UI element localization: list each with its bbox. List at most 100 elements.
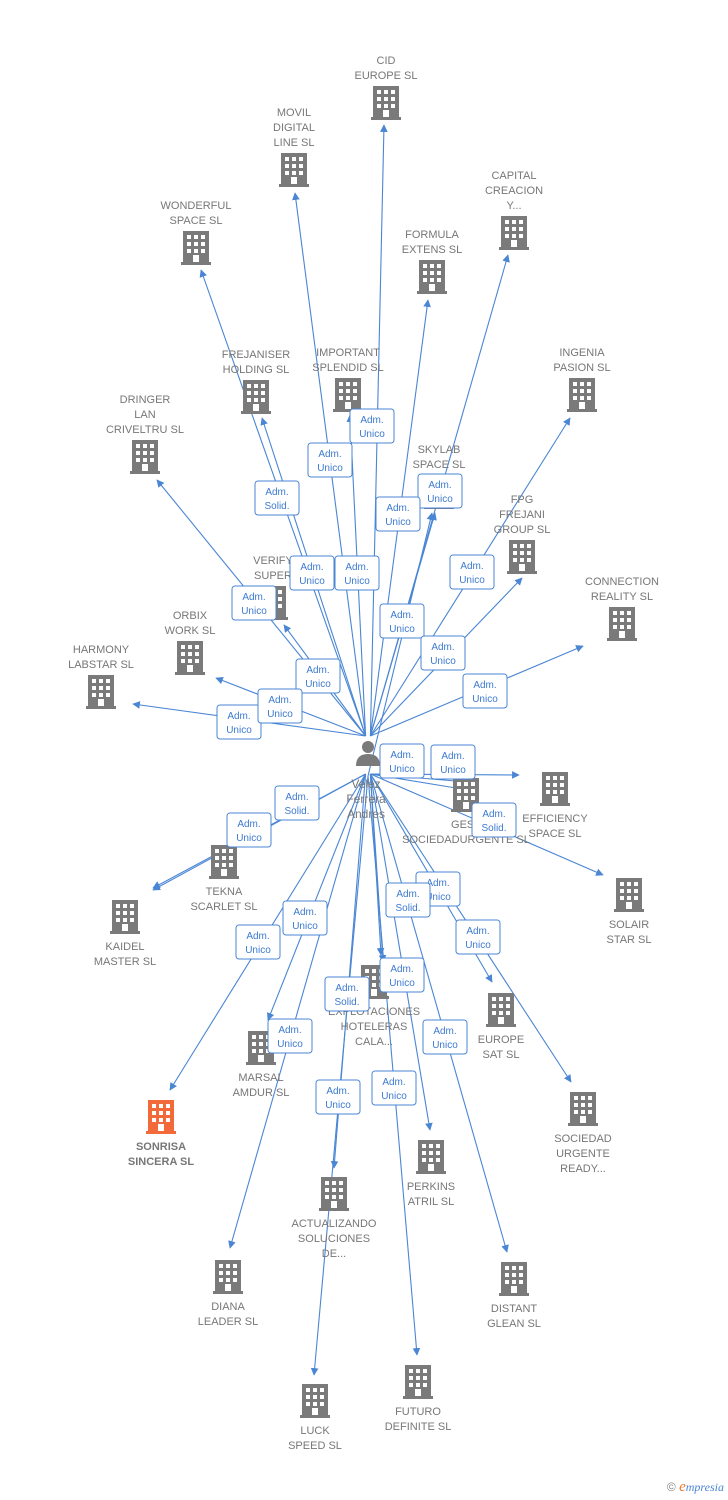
brand-logo-initial: e [679, 1479, 686, 1495]
role-badge-text: Unico [299, 576, 325, 587]
role-badge[interactable]: Adm.Unico [379, 957, 425, 993]
role-badge-text: Unico [305, 679, 331, 690]
building-icon [213, 1260, 243, 1294]
person-name: Ferrera [346, 792, 386, 806]
company-label: SOCIEDAD [554, 1133, 612, 1145]
company-node-capital[interactable]: CAPITALCREACIONY... [485, 170, 543, 250]
company-label: HOLDING SL [223, 364, 290, 376]
company-label: READY... [560, 1163, 606, 1175]
building-icon [499, 1262, 529, 1296]
role-badge[interactable]: Adm.Unico [379, 603, 425, 639]
company-node-actualizando[interactable]: ACTUALIZANDOSOLUCIONESDE... [292, 1177, 377, 1260]
role-badge[interactable]: Adm.Solid. [471, 802, 517, 838]
role-badge-text: Adm. [335, 983, 358, 994]
role-badge-box [471, 802, 517, 838]
building-icon [499, 216, 529, 250]
role-badge[interactable]: Adm.Unico [216, 704, 262, 740]
role-badge-box [315, 1079, 361, 1115]
role-badge-text: Adm. [382, 1077, 405, 1088]
role-badge[interactable]: Adm.Unico [375, 496, 421, 532]
building-icon [416, 1140, 446, 1174]
role-badge[interactable]: Adm.Unico [282, 900, 328, 936]
company-label: SAT SL [483, 1049, 520, 1061]
role-badge-text: Adm. [428, 480, 451, 491]
edge-distant [369, 773, 509, 1253]
role-badge-text: Adm. [396, 889, 419, 900]
role-badge[interactable]: Adm.Unico [455, 919, 501, 955]
company-node-sociedad[interactable]: SOCIEDADURGENTEREADY... [554, 1092, 612, 1175]
role-badge[interactable]: Adm.Unico [462, 673, 508, 709]
role-badge[interactable]: Adm.Unico [334, 555, 380, 591]
role-badge[interactable]: Adm.Unico [349, 408, 395, 444]
role-badge[interactable]: Adm.Unico [417, 473, 463, 509]
role-badge-text: Unico [465, 940, 491, 951]
building-icon [417, 260, 447, 294]
building-icon [181, 231, 211, 265]
role-badge[interactable]: Adm.Unico [226, 812, 272, 848]
role-badge[interactable]: Adm.Unico [315, 1079, 361, 1115]
company-label: WORK SL [165, 625, 216, 637]
role-badge[interactable]: Adm.Unico [295, 658, 341, 694]
role-badge-box [371, 1070, 417, 1106]
role-badge[interactable]: Adm.Solid. [274, 785, 320, 821]
role-badge[interactable]: Adm.Unico [289, 555, 335, 591]
role-badge-box [231, 585, 277, 621]
building-icon [146, 1100, 176, 1134]
building-icon [486, 993, 516, 1027]
building-icon [300, 1384, 330, 1418]
role-badge[interactable]: Adm.Solid. [254, 480, 300, 516]
role-badge[interactable]: Adm.Solid. [385, 882, 431, 918]
role-badge-text: Adm. [426, 878, 449, 889]
role-badge[interactable]: Adm.Solid. [324, 976, 370, 1012]
company-label: SPLENDID SL [312, 362, 384, 374]
building-icon [86, 675, 116, 709]
role-badge-text: Unico [226, 725, 252, 736]
role-badge[interactable]: Adm.Unico [231, 585, 277, 621]
role-badge[interactable]: Adm.Unico [430, 744, 476, 780]
role-badge[interactable]: Adm.Unico [371, 1070, 417, 1106]
company-label: PERKINS [407, 1181, 455, 1193]
role-badge[interactable]: Adm.Unico [379, 743, 425, 779]
company-label: CONNECTION [585, 576, 659, 588]
role-badge[interactable]: Adm.Unico [449, 554, 495, 590]
role-badge[interactable]: Adm.Unico [420, 635, 466, 671]
company-label: Y... [506, 200, 521, 212]
role-badge-box [379, 603, 425, 639]
role-badge[interactable]: Adm.Unico [307, 442, 353, 478]
role-badge[interactable]: Adm.Unico [422, 1019, 468, 1055]
person-name: Andres [347, 807, 385, 821]
role-badge[interactable]: Adm.Unico [257, 688, 303, 724]
role-badge-text: Adm. [278, 1025, 301, 1036]
company-label: HARMONY [73, 644, 130, 656]
role-badge[interactable]: Adm.Unico [235, 924, 281, 960]
role-badge[interactable]: Adm.Unico [267, 1018, 313, 1054]
role-badge-box [375, 496, 421, 532]
